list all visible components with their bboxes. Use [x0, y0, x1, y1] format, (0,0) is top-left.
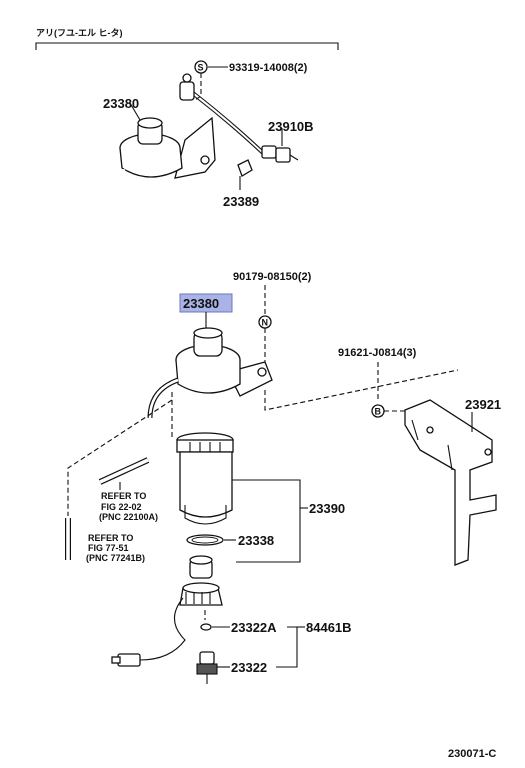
header-title: アリ(フユ-エル ヒ-タ)	[36, 27, 123, 38]
callout-23380-top[interactable]: 23380	[103, 96, 139, 111]
callout-23338[interactable]: 23338	[238, 533, 274, 548]
callout-23322a[interactable]: 23322A	[231, 620, 277, 635]
svg-text:S: S	[198, 63, 204, 73]
callout-23380-selected[interactable]: 23380	[183, 296, 219, 311]
ref1-line2[interactable]: FIG 22-02	[101, 502, 142, 512]
gasket-23322a[interactable]	[200, 623, 212, 631]
top-priming-pump-assembly[interactable]	[96, 116, 216, 215]
ref2-line3: (PNC 77241B)	[86, 553, 145, 563]
ref1-line3: (PNC 22100A)	[99, 512, 158, 522]
main-priming-pump[interactable]	[147, 327, 273, 419]
bracket-23921[interactable]	[404, 399, 497, 566]
drain-plug-23322[interactable]	[196, 651, 218, 684]
callout-23322[interactable]: 23322	[231, 660, 267, 675]
ref2-line1: REFER TO	[88, 533, 133, 543]
callout-23921[interactable]: 23921	[465, 397, 501, 412]
sensor-23910b[interactable]	[179, 73, 299, 163]
ref2-line2[interactable]: FIG 77-51	[88, 543, 129, 553]
callout-91621[interactable]: 91621-J0814(3)	[338, 347, 417, 359]
header-bracket	[35, 42, 339, 50]
callout-23390[interactable]: 23390	[309, 501, 345, 516]
svg-text:N: N	[262, 318, 269, 328]
callout-23910b[interactable]: 23910B	[268, 119, 314, 134]
water-level-sensor[interactable]	[111, 555, 223, 667]
clip-23389[interactable]	[237, 159, 253, 190]
hose-ref-22[interactable]	[98, 457, 150, 485]
callout-23389[interactable]: 23389	[223, 194, 259, 209]
ref1-line1: REFER TO	[101, 491, 146, 501]
callout-84461b[interactable]: 84461B	[306, 620, 352, 635]
callout-90179[interactable]: 90179-08150(2)	[233, 271, 312, 283]
callout-93319[interactable]: 93319-14008(2)	[229, 62, 308, 74]
diagram-code: 230071-C	[448, 748, 496, 760]
svg-text:B: B	[375, 407, 382, 417]
fuel-filter-23390[interactable]	[176, 432, 234, 525]
